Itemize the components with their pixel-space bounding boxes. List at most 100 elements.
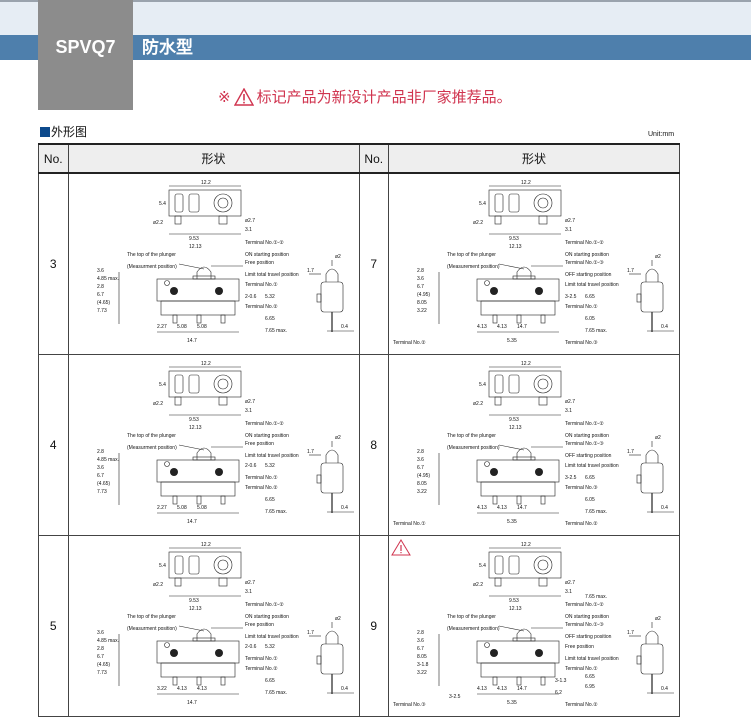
callout-label: Terminal No.①-② bbox=[565, 602, 604, 608]
item-number: 3 bbox=[38, 173, 69, 355]
front-view-dimension: 5.35 bbox=[507, 519, 517, 525]
front-view-dimension: 6.65 bbox=[265, 316, 275, 322]
front-view-dimension: 5.08 bbox=[177, 505, 187, 511]
front-view-dimension: 14.7 bbox=[187, 519, 197, 525]
callout-label: Limit total travel position bbox=[565, 463, 619, 469]
top-view-dimension: ø2.2 bbox=[473, 582, 483, 588]
callout-label: ON starting position bbox=[245, 252, 289, 258]
front-view-dimension: 14.7 bbox=[187, 338, 197, 344]
front-view-dimension: 6.65 bbox=[265, 497, 275, 503]
top-view-drawing bbox=[168, 366, 241, 416]
side-view-dimension: ø2 bbox=[655, 435, 661, 441]
top-view-dimension: 5.4 bbox=[159, 563, 166, 569]
top-view-dimension: 12.2 bbox=[201, 361, 211, 367]
callout-label: Terminal No.①-② bbox=[245, 421, 284, 427]
top-view-dimension: 12.2 bbox=[201, 542, 211, 548]
top-view-dimension: ø2.2 bbox=[473, 220, 483, 226]
front-view-dimension: 14.7 bbox=[187, 700, 197, 706]
front-view-dimension: 7.65 max. bbox=[265, 328, 287, 334]
top-view-dimension: ø2.2 bbox=[153, 582, 163, 588]
side-view-drawing bbox=[308, 441, 354, 513]
callout-label: (Measurement position) bbox=[447, 445, 500, 451]
top-view-dimension: 5.4 bbox=[479, 201, 486, 207]
side-view-dimension: ø2 bbox=[335, 254, 341, 260]
front-view-dimension: 2.8 bbox=[417, 630, 424, 636]
callout-label: Free position bbox=[245, 260, 274, 266]
callout-label: (Measurment position) bbox=[127, 445, 177, 451]
callout-label: Limit total travel position bbox=[565, 656, 619, 662]
top-view-dimension: 9.53 bbox=[189, 598, 199, 604]
front-view-dimension: (4.65) bbox=[97, 481, 110, 487]
section-title: 外形图 bbox=[40, 123, 87, 140]
side-view-dimension: 1.7 bbox=[627, 630, 634, 636]
front-view-dimension: 2.8 bbox=[97, 284, 104, 290]
side-view-drawing bbox=[629, 622, 674, 694]
front-view-dimension: 6.7 bbox=[417, 284, 424, 290]
front-view-drawing bbox=[118, 263, 243, 333]
top-view-dimension: 9.53 bbox=[509, 598, 519, 604]
top-view-dimension: ø2.7 bbox=[245, 218, 255, 224]
front-view-dimension: 3.22 bbox=[157, 686, 167, 692]
callout-label: ON starting position bbox=[565, 614, 609, 620]
front-view-dimension: 2.8 bbox=[417, 268, 424, 274]
side-view-dimension: 1.7 bbox=[307, 449, 314, 455]
front-view-dimension: 3.6 bbox=[97, 268, 104, 274]
side-view-drawing bbox=[629, 260, 674, 332]
callout-label: The top of the plunger bbox=[447, 614, 496, 620]
callout-label: Terminal No.①-③ bbox=[565, 260, 604, 266]
callout-label: Terminal No.①-② bbox=[565, 240, 604, 246]
item-number: 7 bbox=[358, 173, 389, 355]
front-view-dimension: 8.05 bbox=[417, 654, 427, 660]
side-view-dimension: 0.4 bbox=[341, 505, 348, 511]
top-view-dimension: 12.2 bbox=[521, 361, 531, 367]
front-view-dimension: 4.85 max. bbox=[97, 638, 119, 644]
top-view-dimension: 9.53 bbox=[189, 417, 199, 423]
front-view-dimension: 14.7 bbox=[517, 505, 527, 511]
side-view-dimension: 1.7 bbox=[627, 449, 634, 455]
callout-label: 2-0.6 bbox=[245, 294, 257, 300]
callout-label: Terminal No.② bbox=[245, 304, 278, 310]
side-view-dimension: ø2 bbox=[655, 616, 661, 622]
top-view-dimension: ø2.2 bbox=[473, 401, 483, 407]
front-view-dimension: (4.65) bbox=[97, 662, 110, 668]
callout-label: Terminal No.①-② bbox=[565, 421, 604, 427]
callout-label: Terminal No.① bbox=[565, 304, 598, 310]
callout-label: 3-2.5 bbox=[565, 475, 577, 481]
top-view-dimension: 5.4 bbox=[159, 382, 166, 388]
front-view-dimension: 2.8 bbox=[417, 449, 424, 455]
item-number: 8 bbox=[358, 354, 389, 536]
callout-label: ON starting position bbox=[565, 252, 609, 258]
top-view-drawing bbox=[488, 547, 562, 597]
top-view-dimension: 12.13 bbox=[509, 425, 522, 431]
front-view-dimension: 6.65 bbox=[585, 674, 595, 680]
front-view-dimension: 7.65 max. bbox=[585, 328, 607, 334]
top-view-dimension: ø2.7 bbox=[565, 399, 575, 405]
front-view-dimension: 7.73 bbox=[97, 670, 107, 676]
top-view-dimension: 9.53 bbox=[189, 236, 199, 242]
front-view-dimension: 8.05 bbox=[417, 300, 427, 306]
top-view-drawing bbox=[488, 366, 562, 416]
side-view-dimension: 1.7 bbox=[307, 630, 314, 636]
top-view-dimension: ø2.7 bbox=[245, 580, 255, 586]
side-view-dimension: 1.7 bbox=[627, 268, 634, 274]
side-view-drawing bbox=[629, 441, 674, 513]
callout-label: Free position bbox=[245, 622, 274, 628]
callout-label: OFF starting position bbox=[565, 453, 612, 459]
callout-label: (Measurement position) bbox=[447, 264, 500, 270]
top-view-dimension: 12.2 bbox=[521, 180, 531, 186]
front-view-dimension: 6.2 bbox=[555, 690, 562, 696]
top-view-dimension: ø2.7 bbox=[565, 580, 575, 586]
side-view-dimension: ø2 bbox=[335, 435, 341, 441]
front-view-dimension: 3.6 bbox=[417, 638, 424, 644]
callout-label: (Measurment position) bbox=[127, 264, 177, 270]
top-view-dimension: ø2.7 bbox=[245, 399, 255, 405]
callout-label: Limit total travel position bbox=[245, 453, 299, 459]
